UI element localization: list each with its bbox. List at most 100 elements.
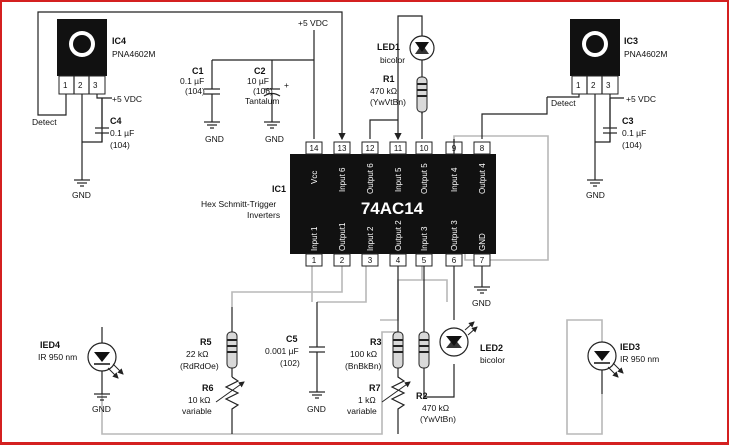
r5-ref: R5 [200, 337, 212, 347]
ied3-emitter: IED3 IR 950 nm [587, 341, 659, 394]
ic1-pin-12: 12 [366, 144, 375, 153]
c1-ref: C1 [192, 66, 204, 76]
ic1-label-input5: Input 5 [394, 167, 403, 192]
led1-ref: LED1 [377, 42, 400, 52]
ic3-detect-label: Detect [551, 98, 576, 108]
c2-ref: C2 [254, 66, 266, 76]
r5-code: (RdRdOe) [180, 361, 219, 371]
led2-desc: bicolor [480, 355, 505, 365]
ic3-pin-3: 3 [606, 81, 611, 90]
ic1-pin-8: 8 [480, 144, 485, 153]
c3-ref: C3 [622, 116, 634, 126]
c2-code: (106) [253, 86, 273, 96]
c2-value: 10 µF [247, 76, 269, 86]
r1-code: (YwVtBn) [370, 97, 406, 107]
ic1-pin-1: 1 [312, 256, 317, 265]
ic1-name: 74AC14 [361, 199, 424, 218]
ic4-detect-label: Detect [32, 117, 57, 127]
c5-code: (102) [280, 358, 300, 368]
ic4-part: PNA4602M [112, 49, 155, 59]
ic4-ref: IC4 [112, 36, 126, 46]
ic1-label-output4: Output 4 [478, 163, 487, 194]
power-decoupling: +5 VDC GND C1 0.1 µF (104) + GND C2 10 µ… [180, 18, 328, 144]
ic3-sensor: 1 2 3 IC3 PNA4602M Detect +5 VDC C3 0.1 … [481, 19, 667, 200]
r5-r6: R5 22 kΩ (RdRdOe) R6 10 kΩ variable [180, 307, 245, 434]
r6-ref: R6 [202, 383, 214, 393]
c3-value: 0.1 µF [622, 128, 646, 138]
r1-value: 470 kΩ [370, 86, 397, 96]
r7-ref: R7 [369, 383, 381, 393]
led1-desc: bicolor [380, 55, 405, 65]
c2-type: Tantalum [245, 96, 280, 106]
r2-code: (YwVtBn) [420, 414, 456, 424]
ic1-pin-6: 6 [452, 256, 457, 265]
r6-desc: variable [182, 406, 212, 416]
ic3-ref: IC3 [624, 36, 638, 46]
ic1-label-gnd: GND [478, 233, 487, 251]
ic3-pin-2: 2 [591, 81, 596, 90]
ic1-desc1: Hex Schmitt-Trigger [201, 199, 276, 209]
ic1-label-input1: Input 1 [310, 226, 319, 251]
c4-code: (104) [110, 140, 130, 150]
ic1-label-input3: Input 3 [420, 226, 429, 251]
ic1-top-pins: 14 13 12 11 10 9 8 [305, 141, 491, 155]
c5: GND C5 0.001 µF (102) [265, 302, 326, 414]
ic1-pin-5: 5 [422, 256, 427, 265]
ic1-label-vcc: Vcc [310, 171, 319, 184]
ic1-chip: IC1 Hex Schmitt-Trigger Inverters 74AC14… [201, 141, 496, 308]
r3-ref: R3 [370, 337, 382, 347]
ic3-part: PNA4602M [624, 49, 667, 59]
ic1-label-output5: Output 5 [420, 163, 429, 194]
ic1-label-output3: Output 3 [450, 220, 459, 251]
c4-value: 0.1 µF [110, 128, 134, 138]
ic1-label-output2: Output 2 [394, 220, 403, 251]
ic1-pin-14: 14 [310, 144, 319, 153]
ic4-pin-1: 1 [63, 81, 68, 90]
ic4-pin-2: 2 [78, 81, 83, 90]
c5-value: 0.001 µF [265, 346, 299, 356]
c1-value: 0.1 µF [180, 76, 204, 86]
ic4-pin-3: 3 [93, 81, 98, 90]
r3-code: (BnBkBn) [345, 361, 382, 371]
led1-r1: LED1 bicolor R1 470 kΩ (YwVtBn) [369, 15, 435, 141]
gnd-label-ic3: GND [586, 190, 605, 200]
r2-value: 470 kΩ [422, 403, 449, 413]
c1-code: (104) [185, 86, 205, 96]
vdc-left-label: +5 VDC [112, 94, 142, 104]
gnd-label-ied4: GND [92, 404, 111, 414]
r3-r7: R3 100 kΩ (BnBkBn) R7 1 kΩ variable [345, 266, 411, 434]
ic1-top-pin-labels: Vcc Input 6 Output 6 Input 5 Output 5 In… [310, 163, 487, 194]
r2-ref: R2 [416, 391, 428, 401]
ic1-pin-4: 4 [396, 256, 401, 265]
gnd-label-c5: GND [307, 404, 326, 414]
ic1-label-input6: Input 6 [338, 167, 347, 192]
c4-ref: C4 [110, 116, 122, 126]
ic1-label-input4: Input 4 [450, 167, 459, 192]
c5-ref: C5 [286, 334, 298, 344]
ic1-label-output1: Output1 [338, 222, 347, 251]
ic3-pin-1: 1 [576, 81, 581, 90]
r6-value: 10 kΩ [188, 395, 210, 405]
ic1-pin-11: 11 [394, 144, 403, 153]
ic1-pin-7: 7 [480, 256, 485, 265]
ic1-pin-2: 2 [340, 256, 345, 265]
ic4-sensor: 1 2 3 IC4 PNA4602M Detect +5 VDC C4 0.1 … [32, 11, 346, 200]
gnd-label-ic4: GND [72, 190, 91, 200]
ic1-ref: IC1 [272, 184, 286, 194]
r1-ref: R1 [383, 74, 395, 84]
ic1-desc2: Inverters [247, 210, 280, 220]
vdc-right-label: +5 VDC [626, 94, 656, 104]
r7-value: 1 kΩ [358, 395, 376, 405]
gnd-label-ic1: GND [472, 298, 491, 308]
ic1-label-output6: Output 6 [366, 163, 375, 194]
gnd-label-c1: GND [205, 134, 224, 144]
light-wires [101, 77, 603, 435]
ied4-emitter: GND IED4 IR 950 nm [38, 327, 124, 414]
led2-r2: LED2 bicolor R2 470 kΩ (YwVtBn) [416, 266, 505, 424]
ic1-bottom-pin-labels: Input 1 Output1 Input 2 Output 2 Input 3… [310, 220, 487, 251]
ic1-pin-3: 3 [368, 256, 373, 265]
ied4-desc: IR 950 nm [38, 352, 77, 362]
r5-value: 22 kΩ [186, 349, 208, 359]
ied3-ref: IED3 [620, 342, 640, 352]
